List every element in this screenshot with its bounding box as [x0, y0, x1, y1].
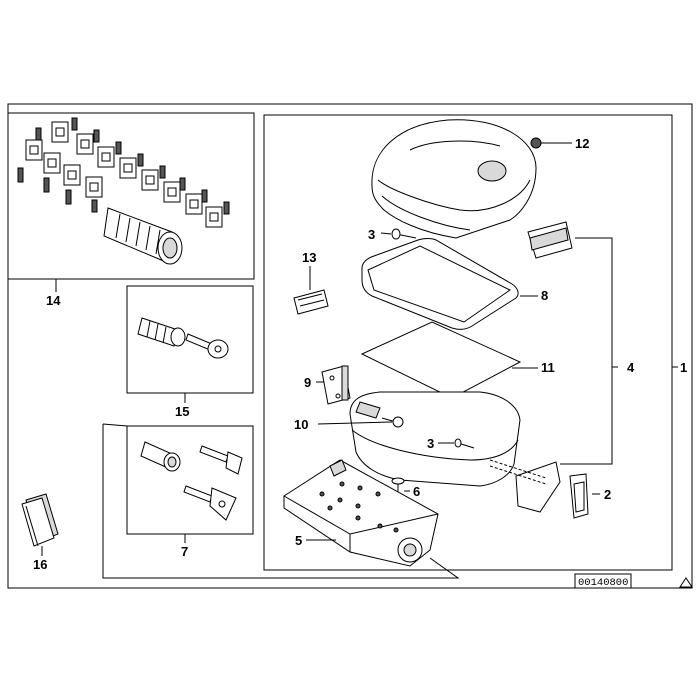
callout-14: 14 — [46, 293, 61, 308]
callout-3-top: 3 — [368, 227, 375, 242]
screw-10 — [381, 416, 404, 428]
outer-frame — [7, 103, 693, 589]
callout-8: 8 — [541, 288, 548, 303]
screw-top — [391, 228, 417, 240]
box-lock-keys-7 — [126, 425, 254, 535]
leader-lines — [41, 142, 600, 556]
callout-7: 7 — [181, 544, 188, 559]
lock-with-keys — [140, 441, 243, 521]
latch-clip — [569, 473, 589, 519]
reference-code-box — [574, 573, 632, 589]
pin-6 — [391, 477, 405, 498]
guide-line-7-top — [102, 423, 128, 427]
manual-booklet — [21, 493, 59, 547]
callout-4: 4 — [627, 360, 635, 375]
callout-15: 15 — [175, 404, 189, 419]
screw-lower — [454, 438, 475, 449]
callout-13: 13 — [302, 250, 316, 265]
box-lock-cylinder-15 — [126, 285, 254, 394]
side-bracket — [515, 461, 561, 513]
mounting-plate — [283, 459, 439, 567]
callout-10: 10 — [294, 417, 308, 432]
lock-cylinder-and-key — [137, 317, 229, 359]
topcase-lid — [371, 119, 537, 239]
emblem-disc — [530, 137, 542, 149]
callout-12: 12 — [575, 136, 589, 151]
callout-3-lower: 3 — [427, 436, 434, 451]
callout-6: 6 — [413, 484, 420, 499]
reference-code: 00140800 — [578, 577, 628, 589]
bracket-4 — [560, 237, 613, 465]
label-sticker — [293, 289, 329, 315]
seal-ring — [361, 238, 519, 330]
hinge-plate — [321, 365, 351, 405]
callout-1: 1 — [680, 360, 687, 375]
warning-triangle-icon — [679, 577, 693, 588]
inner-mat — [360, 321, 522, 399]
guide-line-7 — [102, 424, 460, 579]
callout-2: 2 — [604, 487, 611, 502]
callout-5: 5 — [295, 533, 302, 548]
callout-11: 11 — [541, 360, 555, 375]
topcase-base — [349, 391, 521, 487]
callout-9: 9 — [304, 375, 311, 390]
lock-set-parts — [17, 117, 230, 265]
callout-16: 16 — [33, 557, 47, 572]
box-lock-set-14 — [7, 112, 255, 280]
